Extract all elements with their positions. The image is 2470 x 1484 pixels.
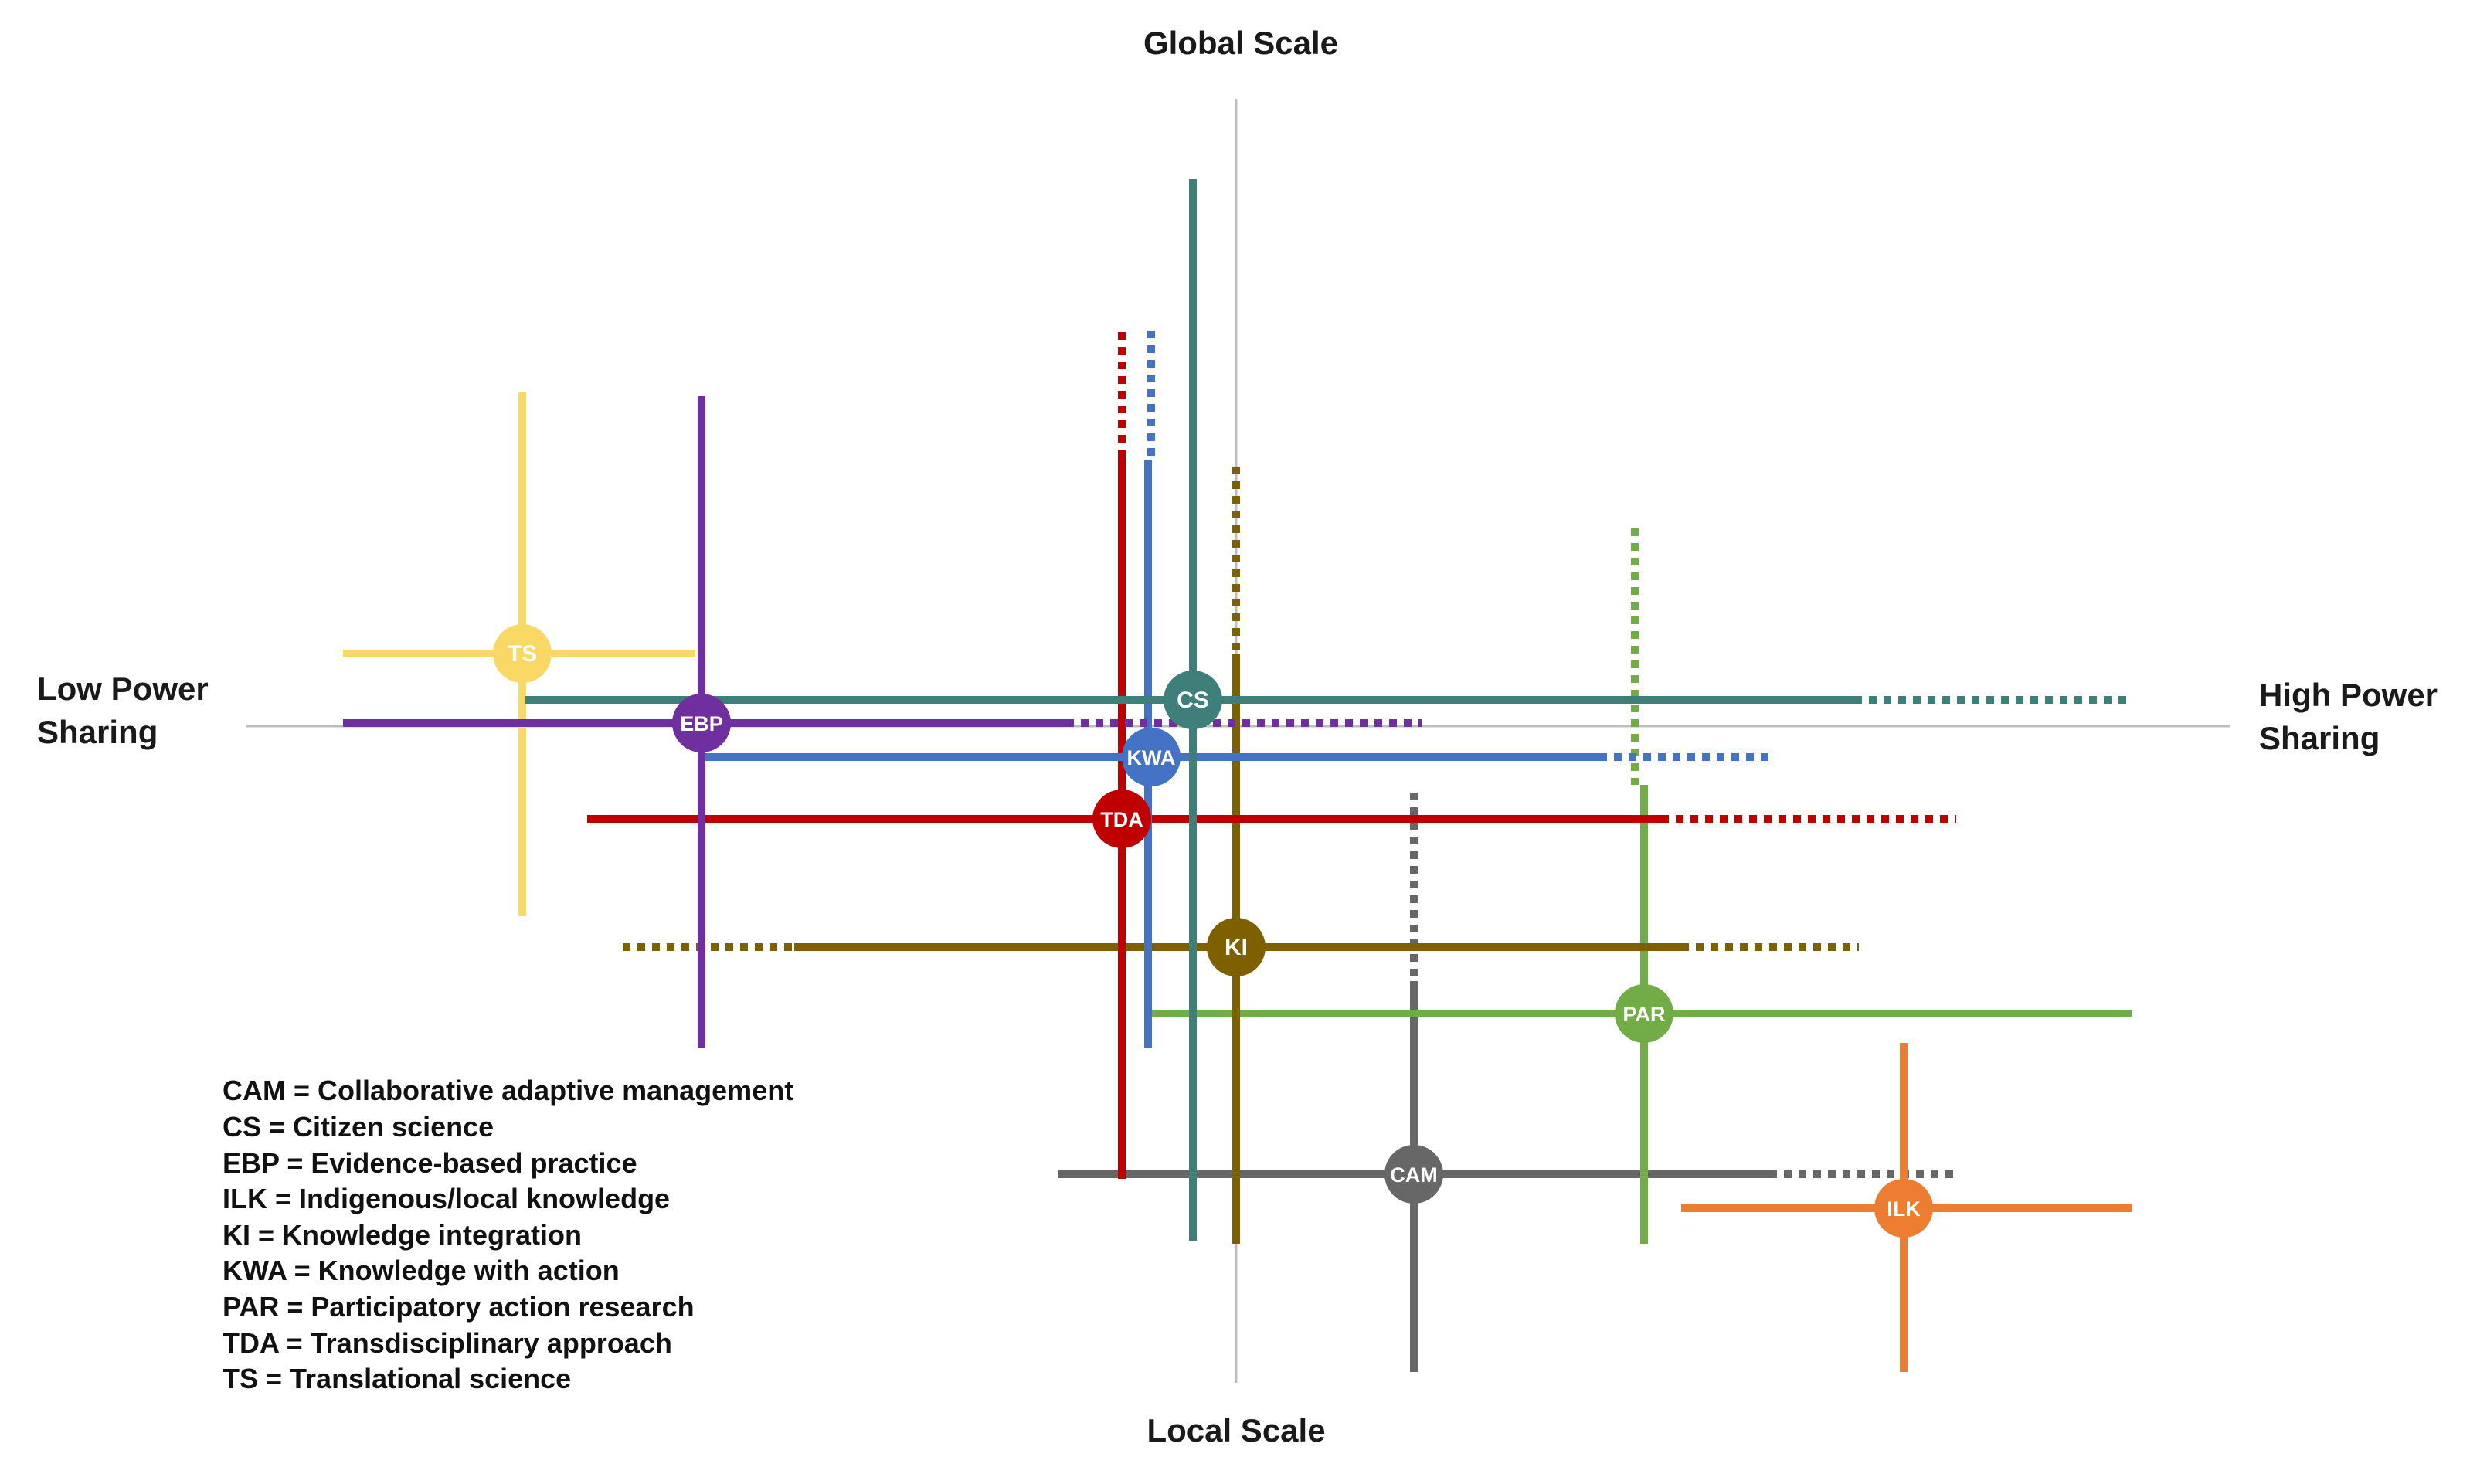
legend-item: KI = Knowledge integration (223, 1219, 582, 1251)
legend-item: CAM = Collaborative adaptive management (223, 1075, 793, 1106)
node-kwa: KWA (1122, 728, 1181, 786)
axis-label-right-line2: Sharing (2259, 720, 2380, 756)
node-cs: CS (1164, 671, 1222, 729)
axis-label-left-line1: Low Power (37, 671, 209, 707)
approach-lines (343, 179, 2132, 1372)
legend-item: CS = Citizen science (223, 1111, 494, 1143)
legend: CAM = Collaborative adaptive management … (223, 1075, 793, 1394)
node-ebp: EBP (672, 694, 731, 752)
node-label: KI (1225, 935, 1248, 960)
axis-label-top: Global Scale (1143, 25, 1338, 61)
axis-label-right-line1: High Power (2259, 677, 2438, 713)
node-tda: TDA (1092, 790, 1151, 848)
node-label: EBP (680, 712, 723, 735)
legend-item: TDA = Transdisciplinary approach (223, 1327, 672, 1359)
legend-item: PAR = Participatory action research (223, 1291, 695, 1323)
legend-item: TS = Translational science (223, 1363, 571, 1394)
node-label: CAM (1390, 1163, 1438, 1187)
node-label: TDA (1100, 808, 1143, 831)
legend-item: EBP = Evidence-based practice (223, 1147, 637, 1179)
node-circle (1207, 918, 1266, 976)
node-cam: CAM (1384, 1145, 1443, 1204)
axis-label-bottom: Local Scale (1147, 1412, 1325, 1448)
node-label: TS (508, 641, 537, 667)
node-label: ILK (1887, 1197, 1921, 1221)
node-ki: KI (1207, 918, 1266, 976)
node-circle (1164, 671, 1222, 729)
node-ts: TS (493, 624, 552, 683)
node-label: CS (1177, 688, 1209, 713)
node-circle (1092, 790, 1151, 848)
node-circle (493, 624, 552, 683)
approach-nodes: TS EBP CS KWA TDA KI PAR CAM ILK (493, 624, 1933, 1238)
node-circle (1874, 1179, 1933, 1238)
node-label: KWA (1127, 746, 1176, 769)
node-circle (1122, 728, 1181, 786)
legend-item: ILK = Indigenous/local knowledge (223, 1183, 670, 1214)
node-circle (1384, 1145, 1443, 1204)
node-ilk: ILK (1874, 1179, 1933, 1238)
node-circle (1615, 984, 1673, 1043)
node-label: PAR (1622, 1003, 1665, 1026)
axis-label-left-line2: Sharing (37, 714, 158, 750)
node-par: PAR (1615, 984, 1673, 1043)
legend-item: KWA = Knowledge with action (223, 1255, 620, 1286)
node-circle (672, 694, 731, 752)
